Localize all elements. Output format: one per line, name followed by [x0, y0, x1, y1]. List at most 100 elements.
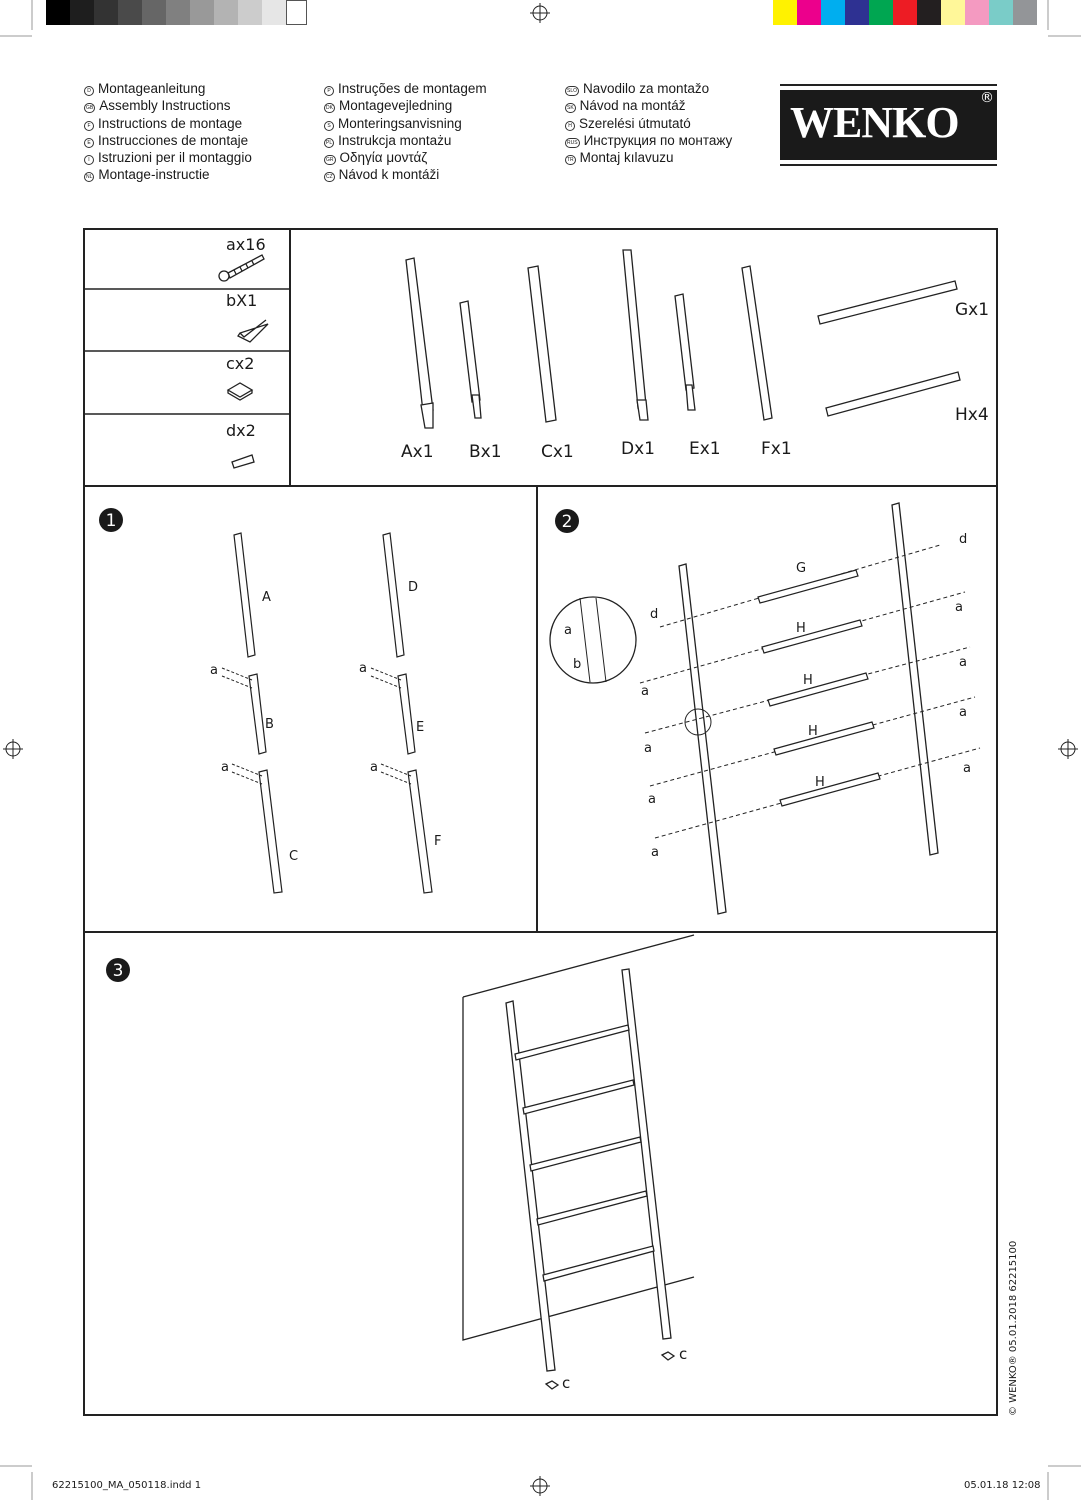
color-swatch [845, 0, 869, 25]
color-swatch [869, 0, 893, 25]
label: a [959, 655, 967, 670]
parts-drawing [405, 249, 961, 429]
label: a [210, 663, 218, 678]
label: H [796, 621, 806, 636]
language-label: Οδηγία μοντάζ [339, 150, 428, 166]
language-label: Instructions de montage [98, 115, 243, 131]
language-label: Instruções de montagem [338, 81, 487, 96]
language-item: P Instruções de montagem [324, 80, 487, 97]
label: d [650, 607, 658, 622]
screw-icon [218, 254, 265, 282]
wenko-logo: WENKO ® [780, 84, 997, 166]
label: c [562, 1374, 570, 1392]
language-label: Návod na montáž [579, 98, 686, 114]
language-label: Návod k montáži [338, 167, 440, 183]
label: H [803, 673, 813, 688]
label: Ax1 [401, 442, 434, 462]
label: Hx4 [955, 405, 989, 425]
detail-zoom-circle [549, 596, 637, 684]
label: Ex1 [689, 439, 721, 459]
label: Cx1 [541, 442, 574, 462]
label: a [564, 623, 572, 638]
color-swatch [1013, 0, 1037, 25]
language-code-badge: H [565, 120, 575, 131]
hardware-a-label: ax16 [226, 235, 266, 254]
language-label: Instrucciones de montaje [98, 132, 249, 148]
label: Fx1 [761, 439, 792, 459]
label: H [808, 724, 818, 739]
language-code-badge: DK [324, 103, 335, 114]
color-swatch [941, 0, 965, 25]
footer-file: 62215100_MA_050118.indd 1 [52, 1480, 202, 1491]
language-label: Instrukcja montażu [338, 132, 452, 148]
wall-plug-icon [231, 454, 255, 469]
label: H [815, 775, 825, 790]
label: 2 [562, 512, 573, 532]
label: F [434, 834, 441, 849]
allen-key-icon [237, 319, 269, 343]
color-swatch [989, 0, 1013, 25]
language-code-badge: CZ [324, 172, 335, 183]
language-label: Montage-instructie [98, 167, 210, 183]
label: b [573, 657, 581, 672]
step-number-badges: 1 2 3 [99, 508, 579, 982]
label: 1 [106, 511, 117, 531]
label: a [641, 684, 649, 699]
label: a [370, 760, 378, 775]
label: Bx1 [469, 442, 502, 462]
copyright-note: © WENKO® 05.01.2018 62215100 [1008, 1240, 1019, 1416]
language-code-badge: GR [324, 155, 336, 166]
logo-text: WENKO [780, 90, 997, 160]
language-item: S Monteringsanvisning [324, 115, 487, 132]
language-code-badge: F [84, 120, 94, 131]
label: 3 [113, 961, 124, 981]
wall [462, 934, 695, 1341]
language-label: Montaj kılavuzu [579, 150, 674, 166]
language-code-badge: GB [84, 103, 96, 114]
language-label: Assembly Instructions [99, 98, 231, 114]
language-label: Istruzioni per il montaggio [98, 150, 252, 166]
label: A [262, 590, 271, 605]
language-label: Инструкция по монтажу [583, 132, 733, 148]
language-label: Navodilo za montažo [583, 81, 710, 96]
label: E [416, 720, 424, 735]
language-item: H Szerelési útmutató [565, 115, 732, 132]
language-code-badge: PL [324, 137, 335, 148]
language-code-badge: SK [565, 103, 576, 114]
language-code-badge: D [84, 86, 94, 96]
label: a [221, 760, 229, 775]
language-code-badge: NL [84, 172, 95, 183]
language-label: Szerelési útmutató [579, 115, 691, 131]
color-swatch [797, 0, 821, 25]
registered-mark: ® [980, 90, 994, 106]
label: a [955, 600, 963, 615]
language-item: F Instructions de montage [84, 115, 252, 132]
language-code-badge: TR [565, 155, 576, 166]
color-swatch [821, 0, 845, 25]
label: a [648, 792, 656, 807]
label: c [679, 1345, 687, 1363]
label: a [959, 705, 967, 720]
language-label: Monteringsanvisning [338, 115, 462, 131]
footer-date: 05.01.18 12:08 [964, 1480, 1041, 1491]
label: D [408, 580, 418, 595]
color-swatch [917, 0, 941, 25]
registration-mark-icon [3, 3, 1078, 1496]
language-code-badge: S [324, 120, 334, 131]
language-code-badge: P [324, 86, 334, 96]
